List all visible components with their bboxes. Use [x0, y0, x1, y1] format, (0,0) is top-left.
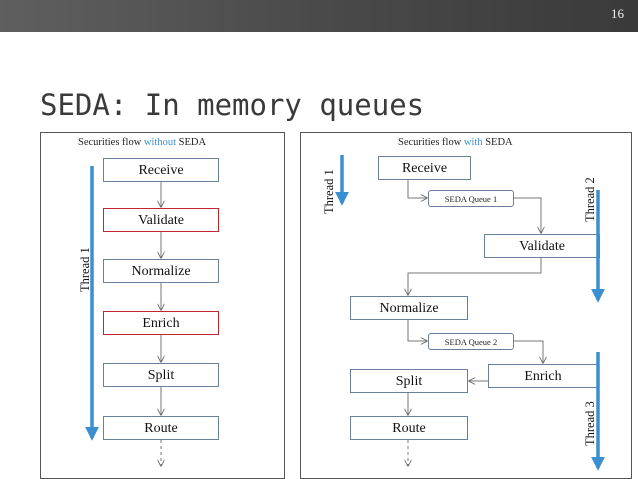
right-step-normalize: Normalize: [350, 296, 468, 320]
right-step-route: Route: [350, 416, 468, 440]
left-step-validate: Validate: [103, 208, 219, 232]
left-step-route: Route: [103, 416, 219, 440]
left-panel-caption: Securities flow without SEDA: [78, 137, 207, 148]
slide-top-bar: 16: [0, 0, 638, 32]
right-arrow-normalize-queue2: [407, 320, 427, 341]
seda-queue-1: SEDA Queue 1: [428, 190, 514, 207]
left-step-receive: Receive: [103, 158, 219, 182]
right-arrow-receive-queue1: [407, 180, 427, 198]
left-step-enrich: Enrich: [103, 311, 219, 335]
right-arrow-validate-normalize: [408, 258, 542, 295]
right-arrow-queue1-validate: [514, 197, 541, 233]
right-step-enrich: Enrich: [488, 364, 598, 388]
right-arrow-queue2-enrich: [514, 340, 543, 363]
slide-title: SEDA: In memory queues: [40, 88, 425, 122]
right-panel-caption: Securities flow with SEDA: [398, 137, 513, 148]
left-step-normalize: Normalize: [103, 259, 219, 283]
right-step-validate: Validate: [484, 234, 600, 258]
page-number: 16: [611, 6, 624, 21]
right-step-receive: Receive: [378, 156, 471, 180]
right-step-split: Split: [350, 369, 468, 393]
left-step-split: Split: [103, 363, 219, 387]
seda-queue-2: SEDA Queue 2: [428, 333, 514, 350]
